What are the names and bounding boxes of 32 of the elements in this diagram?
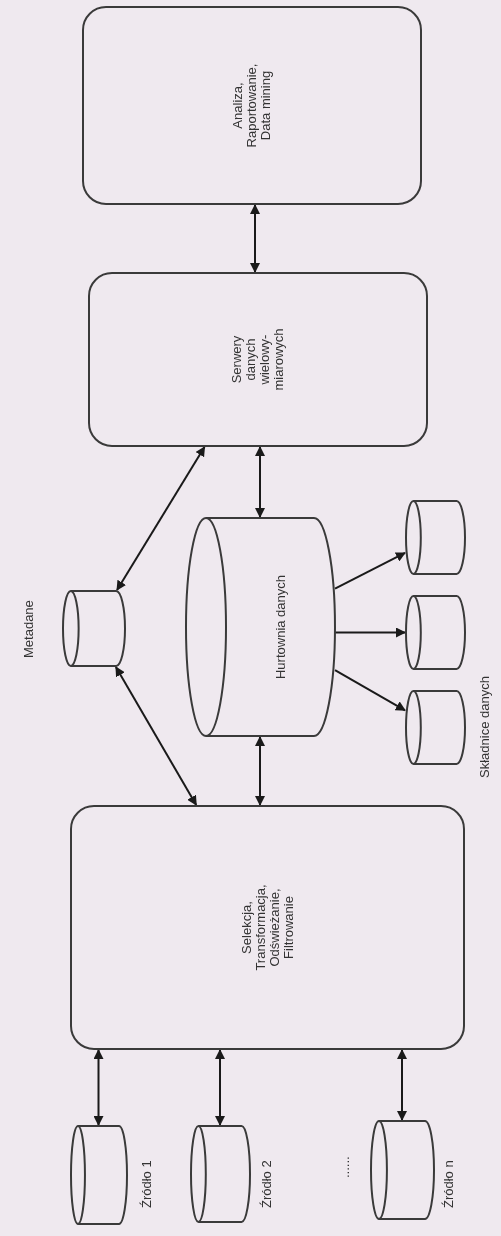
- database-cylinder: [405, 690, 465, 765]
- database-cylinder: [62, 590, 125, 667]
- node-caption: Źródło n: [442, 1160, 456, 1208]
- double-arrow: [215, 1049, 225, 1126]
- node-text: Serwery danych wielowy-miarowych: [230, 327, 286, 393]
- node-text: Hurtownia danych: [274, 574, 288, 680]
- node-caption: Źródło 1: [140, 1160, 154, 1208]
- double-arrow: [114, 666, 198, 806]
- database-cylinder: [70, 1125, 127, 1225]
- double-arrow: [250, 204, 260, 273]
- double-arrow: [334, 627, 406, 638]
- database-cylinder: [190, 1125, 250, 1223]
- double-arrow: [255, 446, 265, 518]
- process-box: [70, 805, 465, 1050]
- node-caption: Źródło 2: [260, 1160, 274, 1208]
- double-arrow: [397, 1049, 407, 1121]
- double-arrow: [334, 669, 406, 712]
- double-arrow: [334, 551, 406, 590]
- database-cylinder: [370, 1120, 434, 1220]
- database-cylinder: [405, 500, 465, 575]
- node-text: Selekcja, Transformacja, Odświeżanie, Filtrowanie: [239, 883, 296, 973]
- double-arrow: [116, 446, 206, 591]
- node-caption: Metadane: [22, 600, 36, 658]
- database-cylinder: [185, 517, 335, 737]
- double-arrow: [93, 1049, 104, 1126]
- double-arrow: [255, 736, 265, 806]
- database-cylinder: [405, 595, 465, 670]
- process-box: [82, 6, 422, 205]
- text-label: Składnice danych: [478, 676, 492, 778]
- node-text: Analiza, Raportowanie, Data mining: [231, 62, 273, 150]
- process-box: [88, 272, 428, 447]
- text-label: ......: [338, 1156, 352, 1178]
